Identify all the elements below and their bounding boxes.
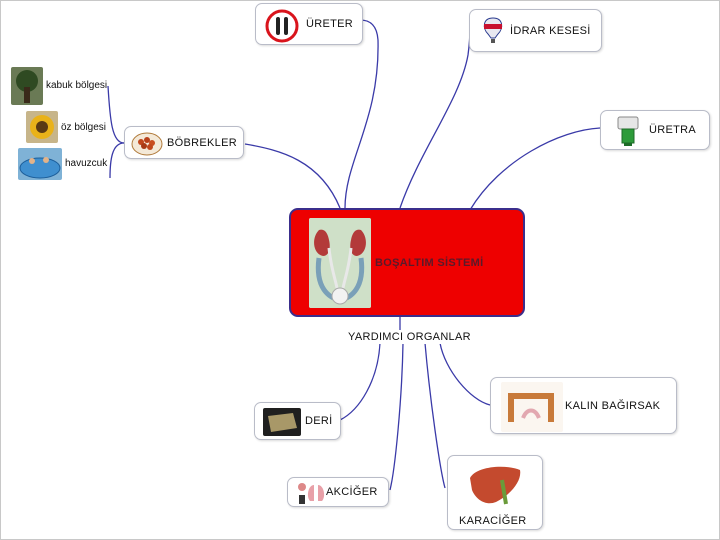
node-bladder[interactable]: İDRAR KESESİ (469, 9, 602, 52)
link-kidney-parts (107, 85, 125, 144)
pool-icon (18, 148, 62, 180)
node-large-intestine[interactable]: KALIN BAĞIRSAK (490, 377, 677, 434)
node-urethra[interactable]: ÜRETRA (600, 110, 710, 150)
node-urethra-label: ÜRETRA (649, 124, 697, 136)
node-skin[interactable]: DERİ (254, 402, 341, 440)
node-liver[interactable]: KARACİĞER (447, 455, 543, 530)
kidney-part-cortex: kabuk bölgesi (46, 80, 108, 91)
balloon-icon (483, 17, 503, 43)
node-bladder-label: İDRAR KESESİ (510, 25, 591, 37)
node-liver-label: KARACİĞER (459, 515, 527, 527)
link-liver (424, 342, 446, 489)
ureter-icon (265, 9, 299, 43)
helper-organs-title[interactable]: YARDIMCI ORGANLAR (345, 330, 474, 344)
link-bladder (399, 27, 471, 209)
node-skin-label: DERİ (305, 415, 333, 427)
link-urethra (469, 127, 601, 211)
link-ureter (344, 19, 379, 209)
link-kidney-parts-2 (109, 142, 125, 179)
lungs-icon (298, 483, 325, 504)
node-kidneys[interactable]: BÖBREKLER (124, 126, 244, 159)
node-large-intestine-label: KALIN BAĞIRSAK (565, 400, 661, 412)
liver-icon (470, 466, 521, 505)
node-kidneys-label: BÖBREKLER (167, 137, 237, 149)
node-ureter-label: ÜRETER (306, 18, 354, 30)
beans-bowl-icon (131, 132, 163, 156)
link-skin (339, 342, 381, 421)
skin-sample-icon (263, 408, 301, 436)
node-ureter[interactable]: ÜRETER (255, 3, 363, 45)
node-lung-label: AKCİĞER (326, 486, 378, 498)
kidney-part-medulla: öz bölgesi (61, 122, 107, 133)
intestine-diagram-icon (501, 382, 563, 432)
link-kidneys (244, 143, 341, 209)
link-lung (389, 342, 404, 491)
tree-icon (11, 67, 43, 105)
central-topic[interactable]: BOŞALTIM SİSTEMİ (289, 208, 525, 317)
kidney-part-pelvis: havuzcuk (65, 158, 108, 169)
link-intestine (439, 342, 491, 406)
node-lung[interactable]: AKCİĞER (287, 477, 389, 507)
faucet-connector-icon (617, 116, 639, 146)
central-topic-title: BOŞALTIM SİSTEMİ (375, 257, 484, 269)
sunflower-icon (26, 111, 58, 143)
kidney-bladder-icon (309, 218, 371, 308)
